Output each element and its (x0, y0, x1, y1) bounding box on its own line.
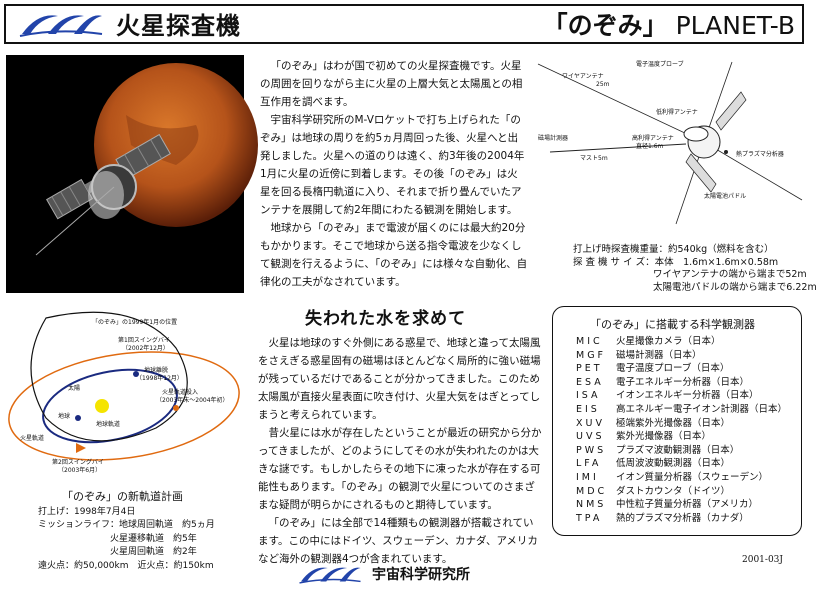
label-wire-length: 25m (596, 81, 610, 88)
label-swingby2: 第2回スイングバイ (52, 458, 104, 466)
instruments-box (552, 306, 802, 536)
intro-paragraph: 宇宙科学研究所のM-Vロケットで打ち上げられた「のぞみ」は地球の周りを約5ヵ月周… (260, 114, 525, 216)
label-solar-paddle: 太陽電池パドル (704, 192, 746, 200)
section-body: 火星は地球のすぐ外側にある惑星で、地球と違って太陽風をさえぎる惑星固有の磁場はほ… (258, 334, 542, 568)
section-paragraph: 「のぞみ」には全部で14種類もの観測器が搭載されています。この中にはドイツ、スウ… (258, 517, 538, 565)
mission-life-3: 火星周回軌道 約2年 (110, 547, 197, 558)
label-1999-position: 「のぞみ」の1999年1月の位置 (92, 318, 177, 326)
subtitle-en: PLANET-B (675, 11, 795, 40)
launch-date: 打上げ：1998年7月4日 (38, 507, 136, 517)
spec-panel-span: 太陽電池パドルの端から端まで6.22m (653, 281, 817, 293)
label-sun: 太陽 (68, 384, 80, 392)
label-earth-orbit: 地球軌道 (96, 420, 120, 428)
orbit-plan-title: 「のぞみ」の新軌道計画 (62, 490, 183, 503)
orbit-diagram: 「のぞみ」の1999年1月の位置 第1回スイングバイ （2002年12月） 太陽… (8, 311, 240, 474)
isas-footer-logo (299, 567, 361, 584)
label-mars-insertion-date: （2003年末〜2004年初） (156, 396, 229, 404)
label-earth: 地球 (58, 412, 70, 420)
label-earth-departure-date: （1998年12月） (136, 374, 183, 382)
section-title: 失われた水を求めて (305, 309, 467, 329)
instruments-title: 「のぞみ」に搭載する科学観測器 (590, 318, 755, 331)
label-swingby1: 第1回スイングバイ (118, 336, 170, 344)
label-mast: マスト5m (580, 155, 608, 162)
spec-mass: 打上げ時探査機重量：約540kg（燃料を含む） (573, 244, 774, 255)
label-mars-insertion: 火星軌道投入 (162, 388, 198, 396)
label-mars-orbit: 火星軌道 (20, 434, 44, 442)
apsis-info: 遠火点：約50,000km 近火点：約150km (38, 560, 214, 571)
subtitle-jp: 「のぞみ」 (542, 11, 668, 40)
label-magnetometer: 磁場計測器 (538, 134, 568, 142)
label-high-gain: 高利得アンテナ (632, 134, 674, 142)
page-title: 火星探査機 (116, 12, 241, 40)
section-paragraph: 火星は地球のすぐ外側にある惑星で、地球と違って太陽風をさえぎる惑星固有の磁場はほ… (258, 337, 541, 421)
header-bar (4, 4, 804, 44)
label-low-gain: 低利得アンテナ (656, 108, 698, 116)
label-earth-departure: 地球離脱 (144, 366, 168, 374)
spec-size: 探 査 機 サ イ ズ：本体 1.6m×1.6m×0.58m (573, 256, 779, 268)
label-swingby2-date: （2003年6月） (58, 466, 101, 474)
spec-wire-span: ワイヤアンテナの端から端まで52m (653, 269, 807, 280)
orbit-plan-info: 打上げ：1998年7月4日 ミッションライフ：地球周回軌道 約5ヵ月 火星遷移軌… (38, 506, 215, 573)
label-plasma: 熱プラズマ分析器 (736, 150, 784, 158)
intro-paragraph: 「のぞみ」はわが国で初めての火星探査機です。火星の周囲を回りながら主に火星の上層… (260, 60, 523, 108)
mars-spacecraft-photo (6, 55, 258, 293)
footer-org-name: 宇宙科学研究所 (372, 567, 470, 583)
intro-text: 「のぞみ」はわが国で初めての火星探査機です。火星の周囲を回りながら主に火星の上層… (260, 57, 528, 291)
spacecraft-specs: 打上げ時探査機重量：約540kg（燃料を含む） 探 査 機 サ イ ズ：本体 1… (573, 244, 817, 294)
section-paragraph: 昔火星には水が存在したということが最近の研究から分かってきましたが、どのようにし… (258, 427, 542, 511)
page-subtitle: 「のぞみ」 PLANET-B (543, 6, 795, 42)
mission-life-2: 火星遷移軌道 約5年 (110, 533, 197, 544)
spacecraft-diagram: 電子温度プローブ ワイヤアンテナ 25m 低利得アンテナ 磁場計測器 高利得アン… (537, 60, 803, 225)
label-wire-antenna: ワイヤアンテナ (562, 73, 604, 80)
label-swingby1-date: （2002年12月） (122, 344, 169, 352)
mission-life-1: ミッションライフ：地球周回軌道 約5ヵ月 (38, 520, 215, 531)
isas-logo (19, 15, 103, 37)
intro-paragraph: 地球から「のぞみ」まで電波が届くのには最大約20分もかかります。そこで地球から送… (260, 222, 528, 288)
label-electron-probe: 電子温度プローブ (636, 60, 684, 68)
label-high-gain-dia: 直径1.6m (636, 142, 664, 150)
document-code: 2001-03J (742, 555, 784, 565)
